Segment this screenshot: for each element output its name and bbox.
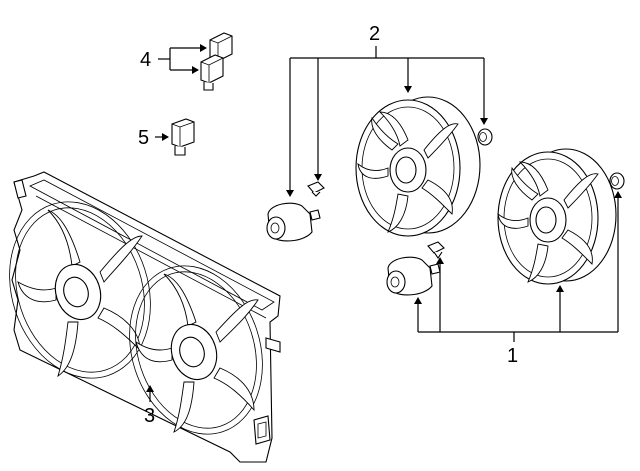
relay-pair-4: 4 bbox=[140, 32, 233, 91]
left-fan-blades bbox=[17, 209, 143, 378]
upper-bolt bbox=[307, 181, 325, 197]
fan-assembly-2: 2 bbox=[266, 23, 493, 242]
lower-motor bbox=[386, 256, 441, 296]
lower-grommet bbox=[609, 172, 625, 190]
relay-lower bbox=[200, 54, 224, 91]
callout-1: 1 bbox=[507, 345, 518, 367]
upper-fan bbox=[355, 96, 481, 237]
callout-5: 5 bbox=[138, 127, 149, 149]
callout-3: 3 bbox=[144, 405, 155, 427]
lower-bolt bbox=[427, 241, 445, 259]
lower-fan bbox=[497, 148, 617, 285]
callout-2: 2 bbox=[369, 23, 380, 45]
fan-assembly-1: 1 bbox=[386, 148, 625, 367]
fan-shroud-3: 3 bbox=[9, 171, 281, 463]
right-fan-blades bbox=[135, 273, 259, 433]
upper-grommet bbox=[477, 128, 493, 146]
callout-4: 4 bbox=[140, 49, 151, 71]
upper-motor bbox=[266, 202, 321, 242]
relay-5: 5 bbox=[138, 118, 195, 156]
